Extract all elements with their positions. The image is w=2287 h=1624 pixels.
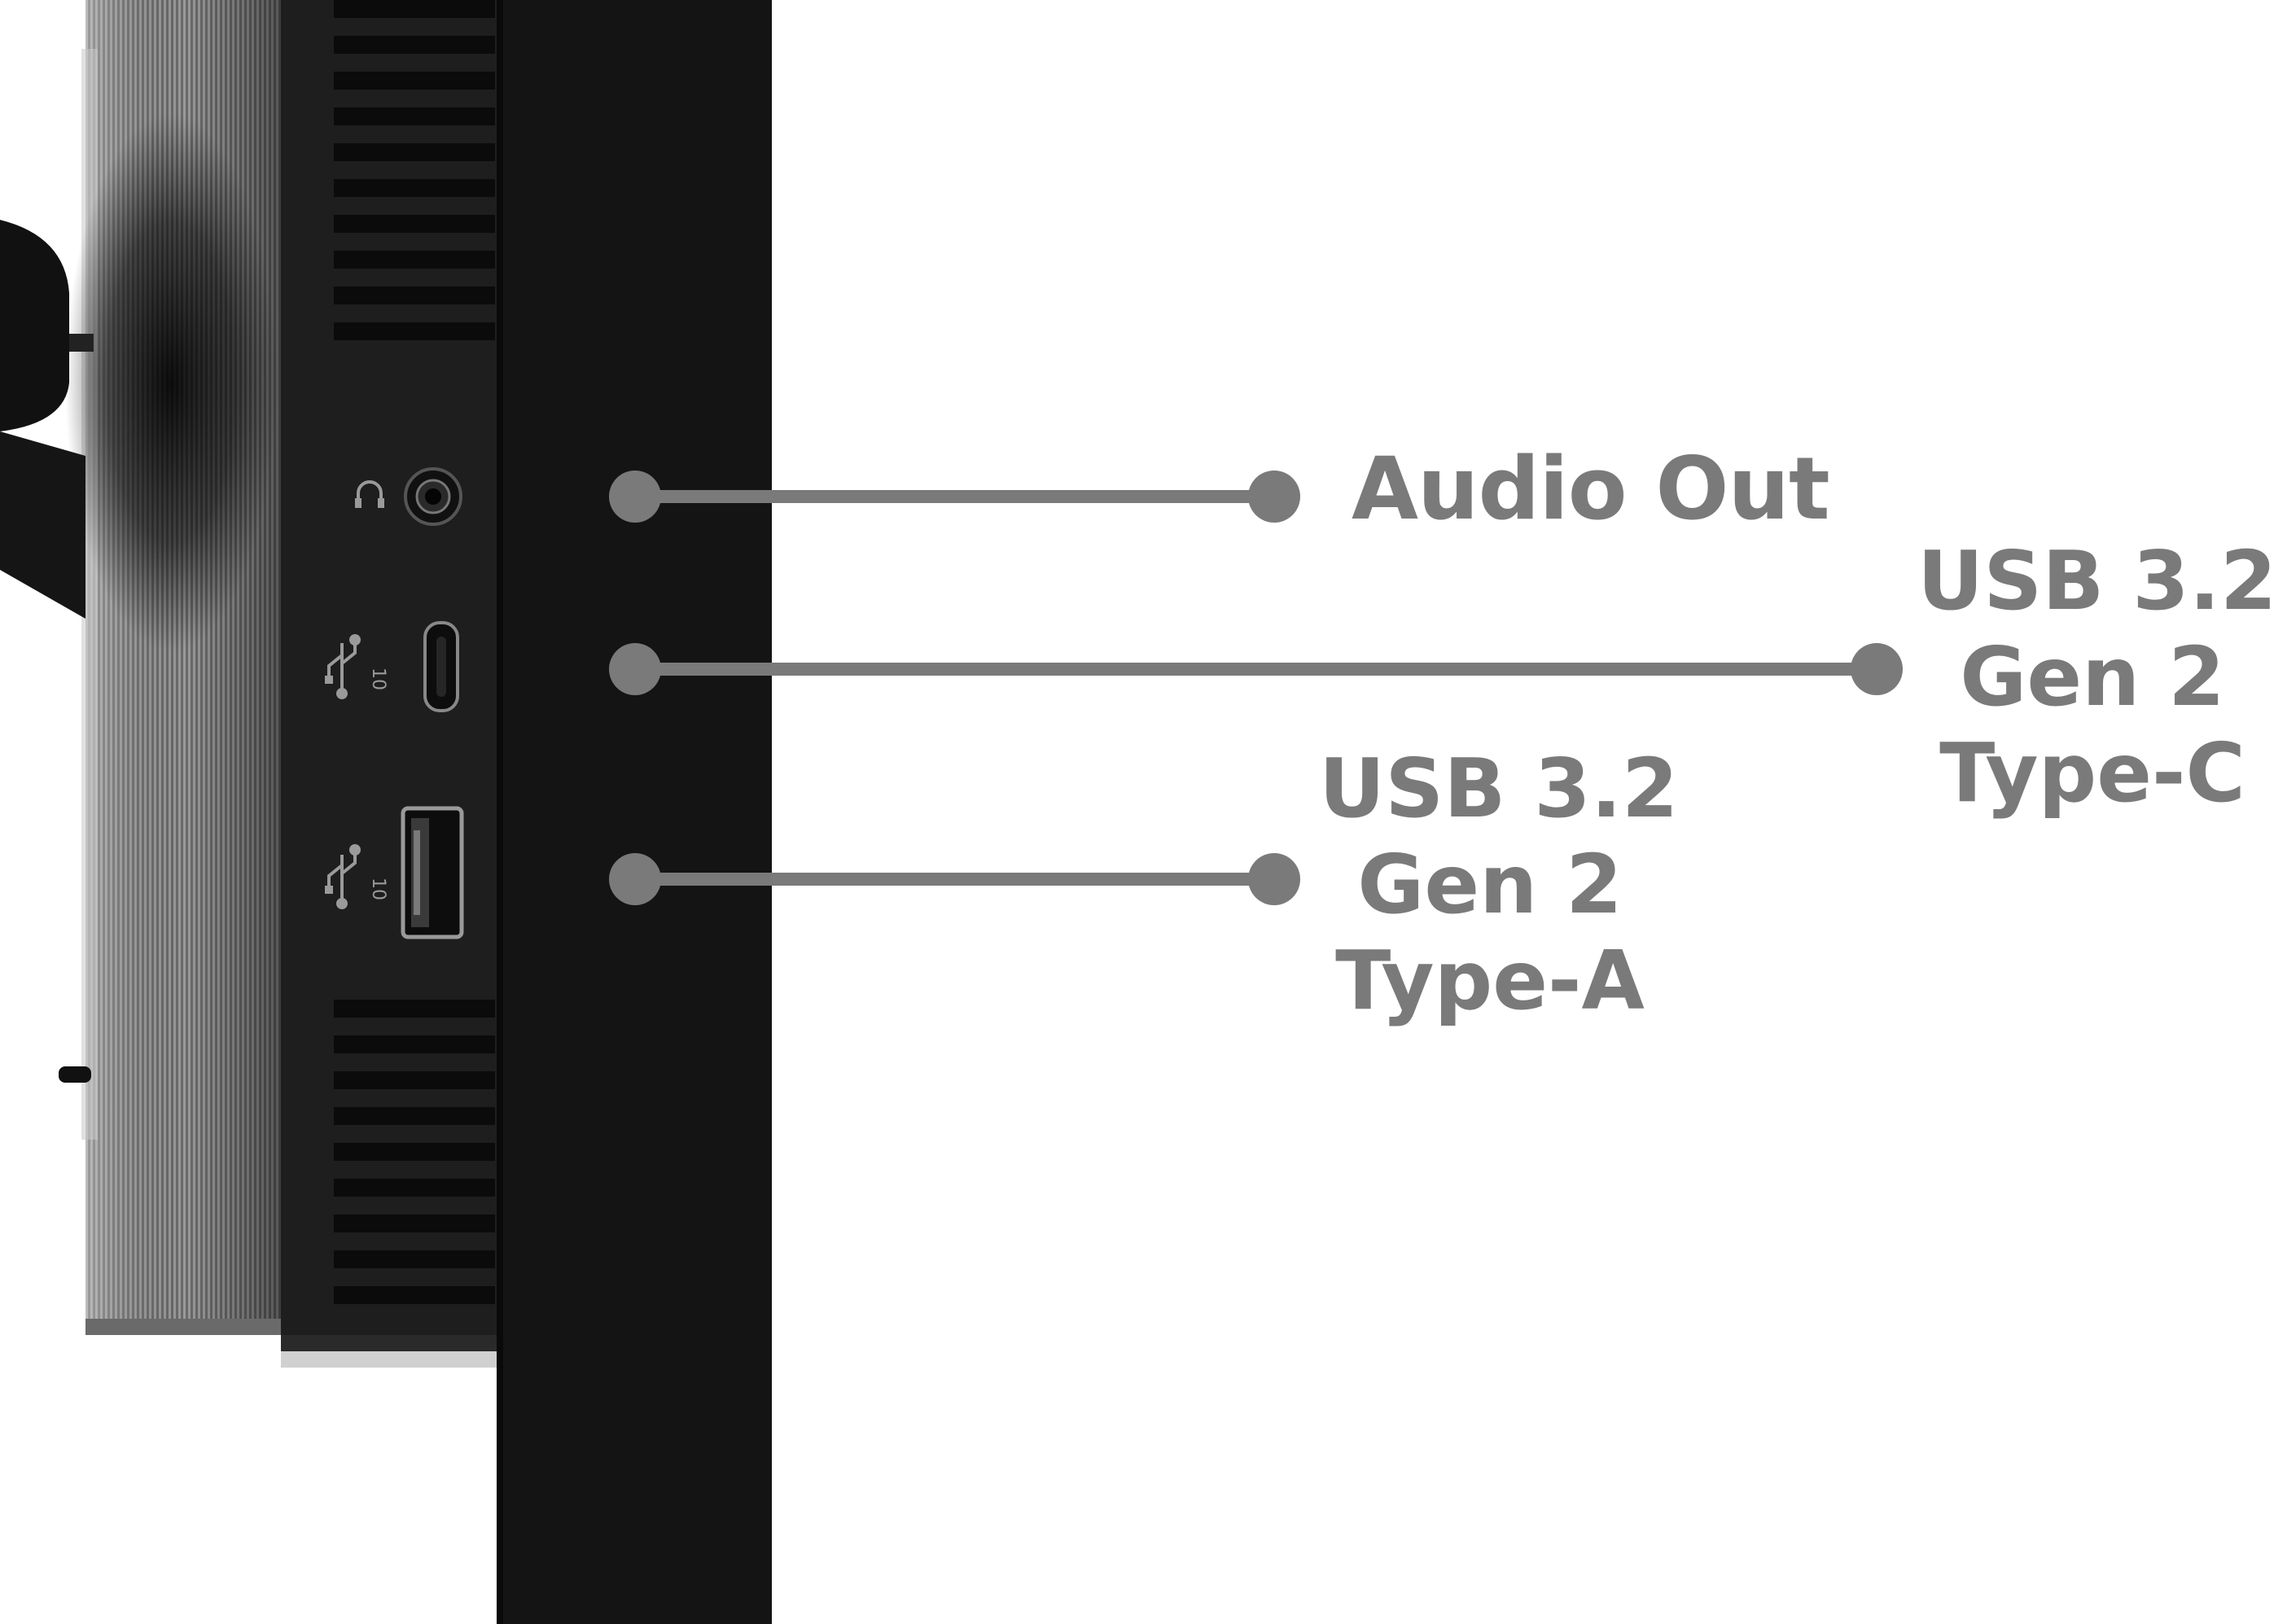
usb-a-callout-line xyxy=(609,853,1300,905)
audio-jack-port xyxy=(404,467,462,526)
usb-c-callout-line xyxy=(609,643,1903,695)
usb-a-port xyxy=(401,806,464,939)
upper-vent-grille xyxy=(334,0,495,340)
stand-column xyxy=(497,0,772,1624)
usb-a-label-line-1: USB 3.2 xyxy=(1319,741,1679,836)
vent-slot xyxy=(334,1107,495,1125)
vent-slot xyxy=(334,1250,495,1268)
usb-c-speed-marking: 10 xyxy=(368,668,388,690)
vent-slot xyxy=(334,1071,495,1089)
vent-slot xyxy=(334,1179,495,1197)
audio-callout-line xyxy=(609,471,1300,523)
vent-slot xyxy=(334,1000,495,1018)
usb-c-label-line-3: Type-C xyxy=(1939,725,2245,821)
usb-c-label-line-2: Gen 2 xyxy=(1960,629,2225,724)
vent-slot xyxy=(334,107,495,125)
stand-arm xyxy=(0,114,277,1083)
usb-a-label-line-3: Type-A xyxy=(1335,933,1645,1028)
vent-slot xyxy=(334,251,495,269)
usb-a-speed-marking: 10 xyxy=(368,878,388,900)
audio-out-label-line: Audio Out xyxy=(1352,439,1830,539)
headphone-icon xyxy=(355,480,384,508)
usb-a-usb-icon xyxy=(325,844,361,909)
vent-slot xyxy=(334,287,495,304)
usb-a-label-line-2: Gen 2 xyxy=(1357,837,1623,932)
vent-slot xyxy=(334,72,495,90)
usb-c-usb-icon xyxy=(325,634,361,699)
vent-slot xyxy=(334,1035,495,1053)
vent-slot xyxy=(334,179,495,197)
lower-vent-grille xyxy=(334,1000,495,1304)
vent-slot xyxy=(334,143,495,161)
vent-slot xyxy=(334,36,495,54)
audio-out-label: Audio Out xyxy=(1352,439,1830,539)
vent-slot xyxy=(334,0,495,18)
usb-c-label: USB 3.2 Gen 2 Type-C xyxy=(1917,533,2277,821)
vent-slot xyxy=(334,1286,495,1304)
usb-c-label-line-1: USB 3.2 xyxy=(1917,533,2277,628)
usb-a-label: USB 3.2 Gen 2 Type-A xyxy=(1319,741,1679,1029)
usb-c-port xyxy=(423,621,459,712)
vent-slot xyxy=(334,1215,495,1232)
vent-slot xyxy=(334,215,495,233)
vent-slot xyxy=(334,322,495,340)
vent-slot xyxy=(334,1143,495,1161)
